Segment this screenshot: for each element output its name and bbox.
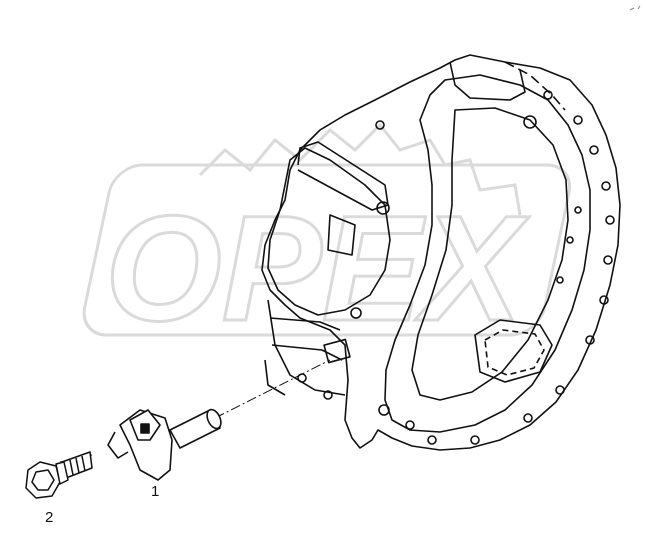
watermark-gear-outline bbox=[198, 122, 522, 216]
bolt-washer bbox=[55, 461, 69, 485]
housing-top-rib bbox=[504, 61, 566, 111]
callout-2: 2 bbox=[45, 509, 53, 526]
housing-front-face bbox=[267, 147, 391, 316]
housing-bore bbox=[411, 107, 569, 401]
housing-inspection-window bbox=[474, 319, 553, 383]
sensor-flange-hole bbox=[107, 431, 129, 459]
crankshaft-sensor bbox=[107, 408, 222, 481]
housing-lower-rib-2 bbox=[269, 317, 341, 331]
corner-mark bbox=[629, 5, 641, 11]
housing-outer-flange bbox=[261, 54, 621, 451]
housing-inspection-inner bbox=[484, 329, 545, 376]
mounting-bolt bbox=[25, 451, 93, 499]
bolt-head-face bbox=[31, 469, 55, 491]
bell-housing bbox=[261, 54, 621, 451]
housing-top-boss bbox=[449, 61, 526, 101]
housing-lower-rib-3 bbox=[271, 344, 343, 361]
housing-inner-flange bbox=[384, 74, 591, 433]
watermark-frame bbox=[82, 163, 572, 337]
sensor-connector-pin bbox=[140, 423, 150, 434]
bolt-thread-lines bbox=[69, 455, 86, 476]
sensor-assembly-line bbox=[214, 359, 331, 419]
sensor-tip bbox=[206, 408, 222, 430]
housing-lower-rib-4 bbox=[264, 359, 286, 396]
sensor-mount-boss bbox=[323, 338, 351, 364]
housing-lug bbox=[297, 141, 389, 211]
bolt-holes bbox=[297, 90, 615, 445]
housing-lug-slot bbox=[327, 214, 356, 256]
watermark-text: OPEX bbox=[105, 184, 530, 352]
callout-1: 1 bbox=[151, 483, 159, 500]
